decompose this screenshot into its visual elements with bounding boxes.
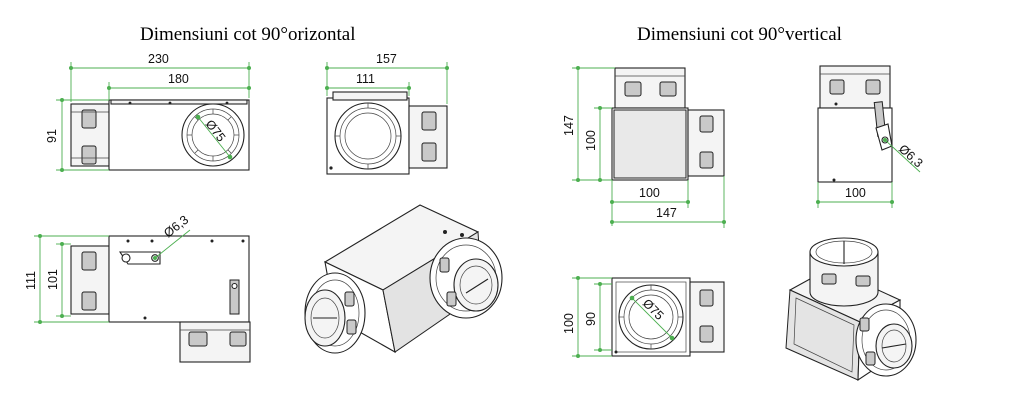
dim-h-side-width-total: 157 — [376, 52, 397, 66]
title-horizontal: Dimensiuni cot 90°orizontal — [140, 24, 356, 45]
dim-v-side-width: 100 — [845, 186, 866, 200]
dim-v-front-height-body: 100 — [584, 130, 598, 151]
horizontal-side-view: 157 111 — [325, 52, 449, 175]
dim-h-front-width-total: 230 — [148, 52, 169, 66]
dim-v-side-hole: Ø6,3 — [896, 142, 926, 171]
vertical-bottom-view: Ø75 100 90 — [562, 276, 725, 358]
vertical-isometric-view — [785, 237, 917, 382]
dim-h-side-width-body: 111 — [356, 72, 375, 86]
dim-h-bottom-height-body: 101 — [46, 269, 60, 290]
dim-h-front-width-body: 180 — [168, 72, 189, 86]
horizontal-bottom-view: Ø6,3 111 101 — [24, 213, 251, 363]
dim-v-front-width-total: 147 — [656, 206, 677, 220]
vertical-side-view: Ø6,3 100 — [816, 65, 926, 208]
dim-v-front-height-total: 147 — [562, 115, 576, 136]
vertical-front-view: 147 100 100 147 — [562, 66, 726, 228]
horizontal-front-view: Ø75 230 180 91 — [45, 52, 251, 172]
dim-h-front-height: 91 — [45, 129, 59, 143]
dim-v-front-width-body: 100 — [639, 186, 660, 200]
title-vertical: Dimensiuni cot 90°vertical — [637, 24, 842, 45]
horizontal-isometric-view — [304, 204, 503, 354]
dim-v-bottom-height-body: 90 — [584, 312, 598, 326]
dim-h-bottom-height-total: 111 — [24, 271, 38, 290]
dim-v-bottom-height-total: 100 — [562, 313, 576, 334]
